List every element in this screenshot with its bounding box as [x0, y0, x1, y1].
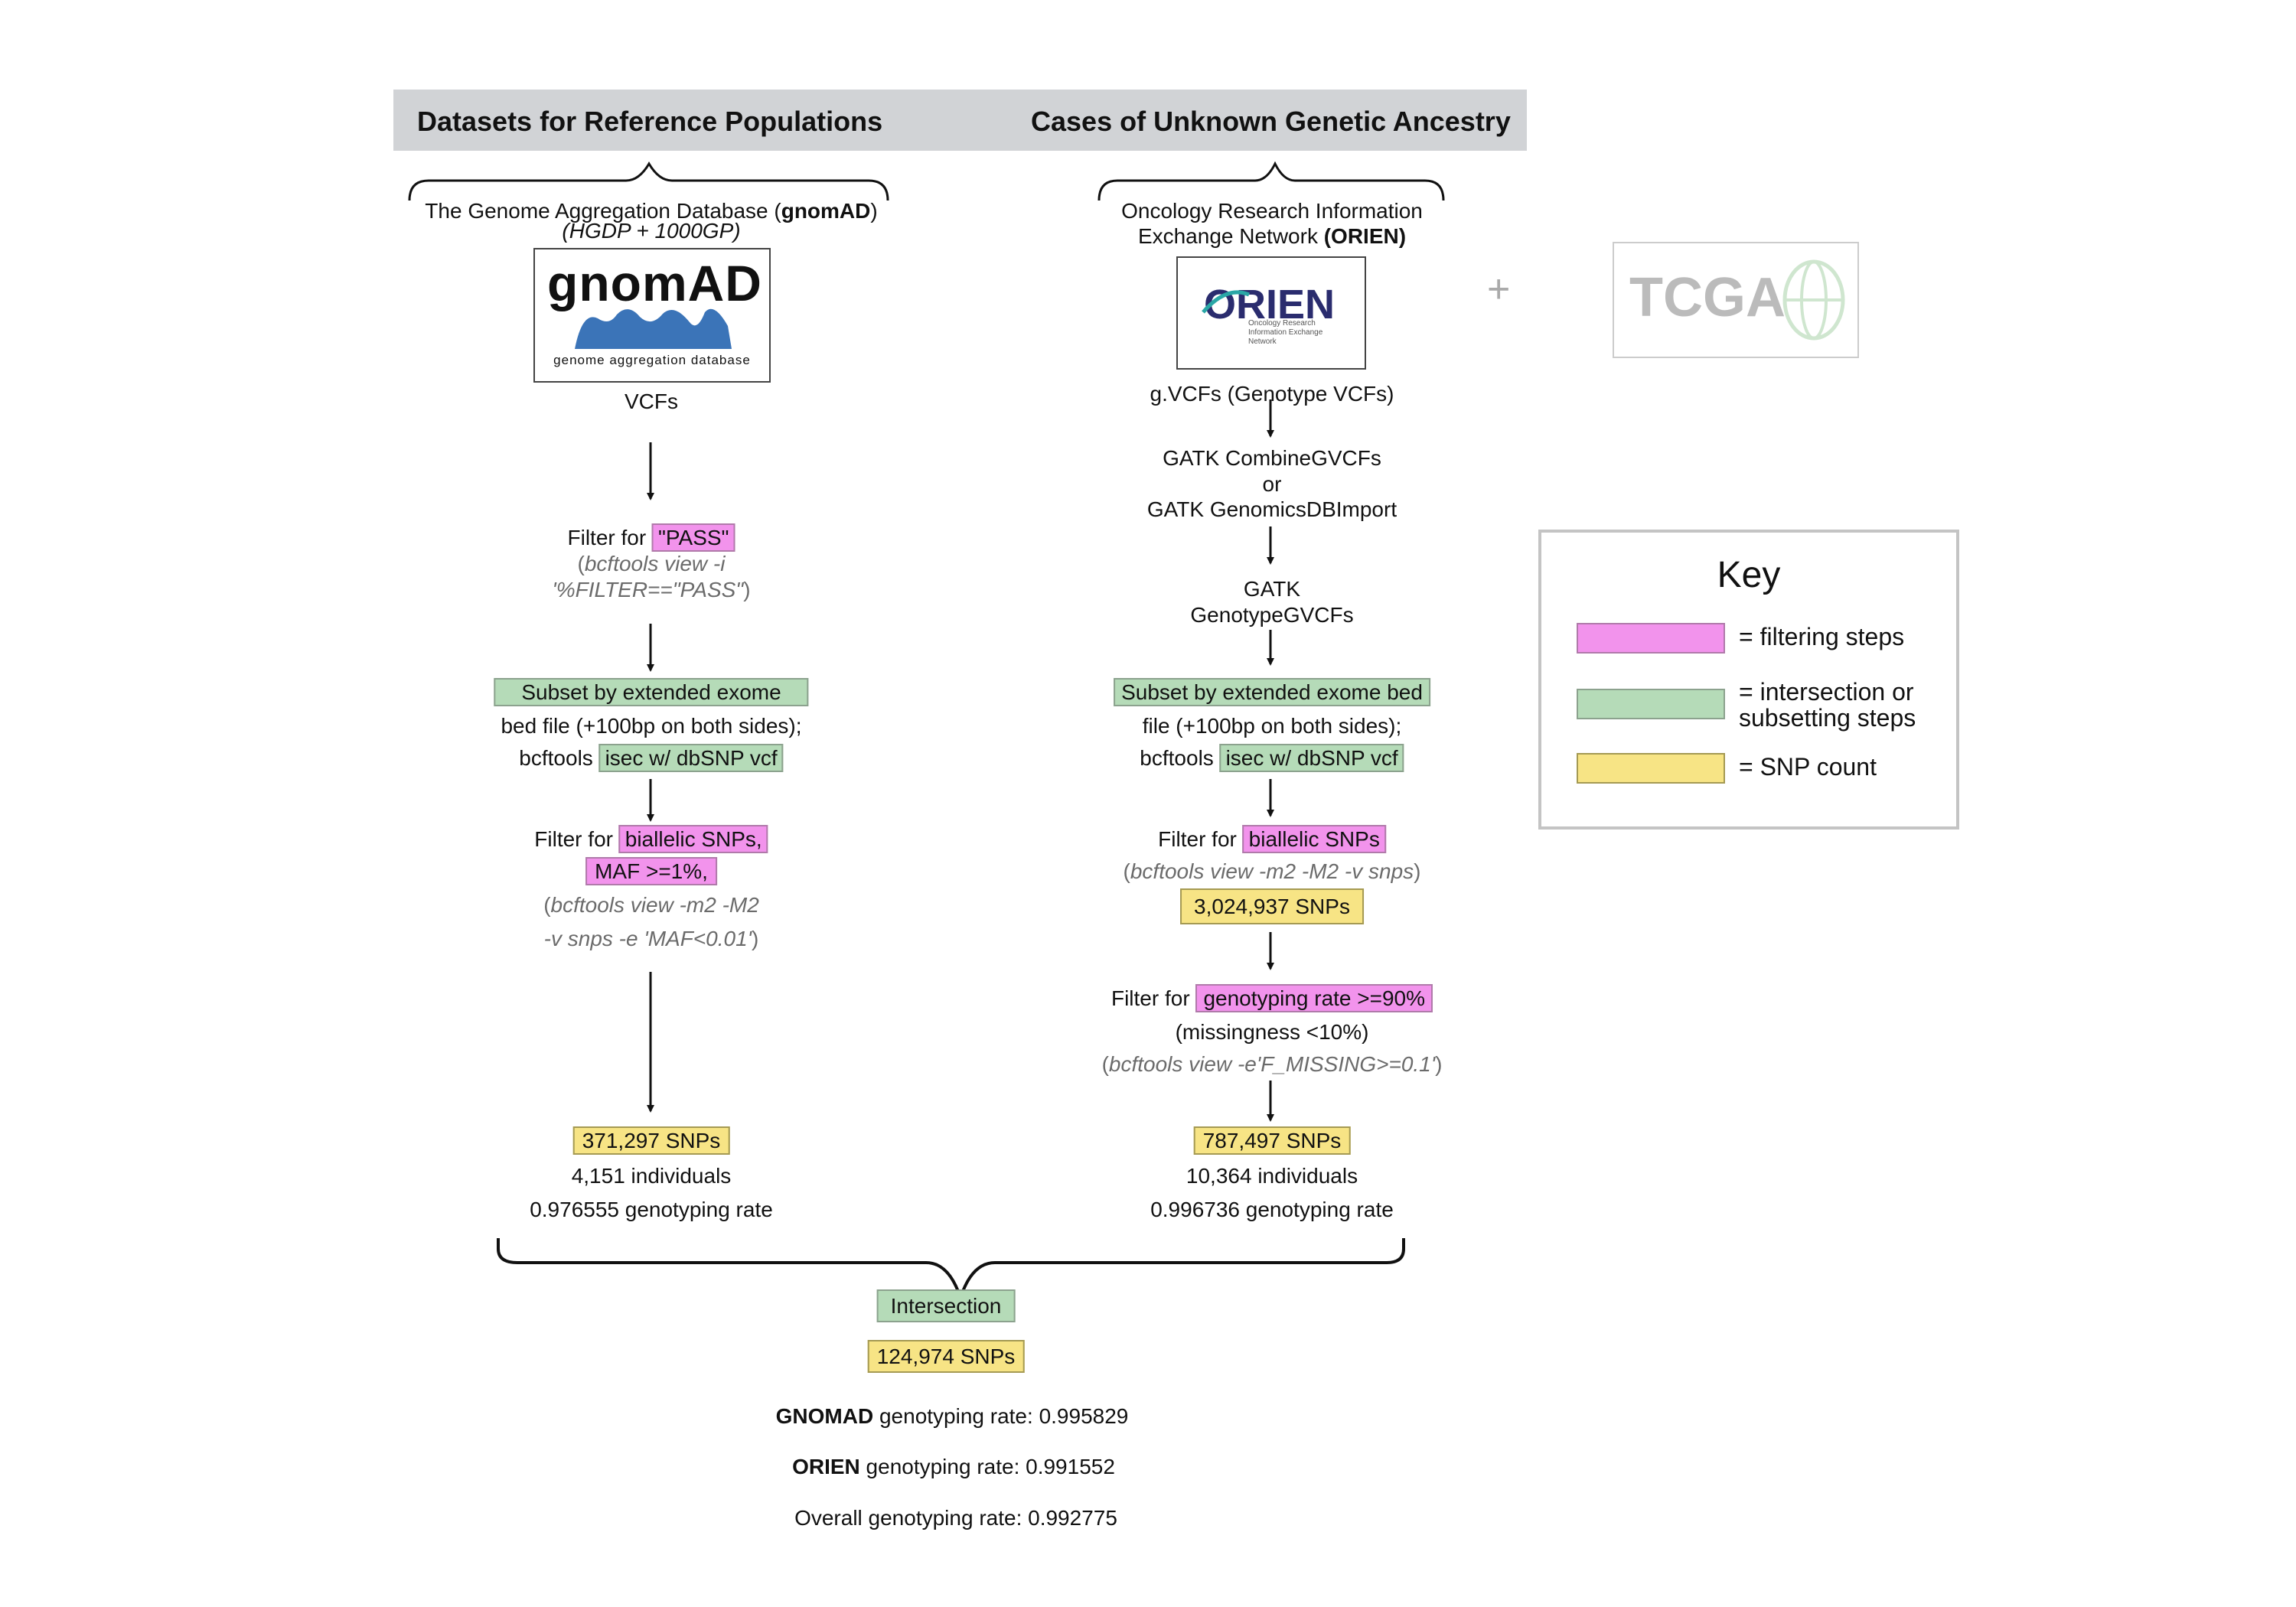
- left-individuals: 4,151 individuals: [571, 1164, 732, 1188]
- right-biallelic-command: (bcftools view -m2 -M2 -v snps): [1123, 859, 1421, 883]
- left-subset-step: Subset by extended exome: [494, 678, 809, 706]
- final-snp-count-highlight: 124,974 SNPs: [867, 1340, 1025, 1373]
- left-snp-count: 371,297 SNPs: [572, 1126, 730, 1155]
- intersection-step: Intersection: [876, 1289, 1016, 1322]
- right-individuals: 10,364 individuals: [1186, 1164, 1358, 1188]
- left-filter-biallelic-step: Filter for biallelic SNPs,: [534, 825, 768, 853]
- right-snp-count-1-highlight: 3,024,937 SNPs: [1180, 888, 1364, 924]
- key-label-snp-count: = SNP count: [1739, 753, 1877, 781]
- overall-final-rate: Overall genotyping rate: 0.992775: [794, 1506, 1117, 1530]
- gatk-genotype-1: GATK: [1243, 577, 1301, 601]
- key-legend: Key = filtering steps = intersection or …: [1538, 530, 1959, 830]
- left-snp-count-highlight: 371,297 SNPs: [572, 1126, 730, 1155]
- right-top-brace: [1097, 161, 1445, 201]
- left-subset-highlight: Subset by extended exome: [494, 678, 809, 706]
- header-unknown-ancestry: Cases of Unknown Genetic Ancestry: [1031, 106, 1511, 137]
- key-title: Key: [1717, 555, 1781, 595]
- right-snp-count-2: 787,497 SNPs: [1193, 1126, 1351, 1155]
- filter-pass-command-2: '%FILTER=="PASS"): [552, 578, 751, 601]
- left-biallelic-command-2: -v snps -e 'MAF<0.01'): [543, 927, 759, 950]
- tcga-globe-icon: [1782, 259, 1845, 341]
- right-isec-step: bcftools isec w/ dbSNP vcf: [1140, 744, 1404, 772]
- final-snp-count: 124,974 SNPs: [867, 1340, 1025, 1373]
- orien-source-title-2: Exchange Network (ORIEN): [1137, 224, 1407, 248]
- gnomad-logo: gnomAD genome aggregation database: [533, 248, 771, 383]
- plus-sign: +: [1487, 267, 1511, 311]
- right-subset-highlight: Subset by extended exome bed: [1114, 678, 1430, 706]
- intersection-highlight: Intersection: [876, 1289, 1016, 1322]
- key-swatch-snp-count: [1577, 753, 1725, 784]
- filter-pass-highlight: "PASS": [651, 523, 735, 552]
- gatk-genotype-2: GenotypeGVCFs: [1190, 603, 1354, 627]
- right-subset-step: Subset by extended exome bed: [1114, 678, 1430, 706]
- key-label-intersection-2: subsetting steps: [1739, 704, 1916, 732]
- header-band: [393, 90, 1527, 151]
- key-label-filtering: = filtering steps: [1739, 623, 1905, 650]
- orien-final-rate: ORIEN genotyping rate: 0.991552: [792, 1455, 1115, 1478]
- left-subset-line2: bed file (+100bp on both sides);: [501, 714, 802, 738]
- gnomad-vcfs-label: VCFs: [625, 390, 678, 413]
- key-label-intersection: = intersection or: [1739, 678, 1914, 706]
- right-snp-count-1: 3,024,937 SNPs: [1180, 888, 1364, 924]
- right-genotyping-rate: 0.996736 genotyping rate: [1150, 1198, 1394, 1221]
- filter-pass-command-1: (bcftools view -i: [577, 552, 726, 575]
- left-isec-step: bcftools isec w/ dbSNP vcf: [519, 744, 784, 772]
- filter-pass-step: Filter for "PASS": [568, 523, 735, 552]
- left-biallelic-highlight: biallelic SNPs,: [618, 825, 768, 853]
- gnomad-source-subtitle: (HGDP + 1000GP): [562, 219, 741, 243]
- maf-highlight: MAF >=1%,: [585, 857, 717, 885]
- key-swatch-filtering: [1577, 623, 1725, 654]
- orien-gvcfs-label: g.VCFs (Genotype VCFs): [1150, 382, 1394, 406]
- gnomad-source-title: The Genome Aggregation Database (gnomAD): [425, 199, 878, 223]
- right-filter-biallelic-step: Filter for biallelic SNPs: [1158, 825, 1386, 853]
- key-swatch-intersection: [1577, 689, 1725, 719]
- missingness-note: (missingness <10%): [1175, 1020, 1369, 1044]
- right-filter-genotyping-step: Filter for genotyping rate >=90%: [1111, 984, 1433, 1012]
- left-maf-step: MAF >=1%,: [585, 857, 717, 885]
- right-missing-command: (bcftools view -e'F_MISSING>=0.1'): [1101, 1052, 1443, 1076]
- header-reference-populations: Datasets for Reference Populations: [417, 106, 883, 137]
- gnomad-waves-icon: [575, 308, 732, 349]
- left-biallelic-command-1: (bcftools view -m2 -M2: [543, 893, 759, 917]
- left-isec-highlight: isec w/ dbSNP vcf: [598, 744, 784, 772]
- gatk-combine-or: or: [1262, 472, 1282, 496]
- gatk-combine-1: GATK CombineGVCFs: [1163, 446, 1381, 470]
- orien-orbit-icon: [1202, 290, 1250, 314]
- right-subset-line2: file (+100bp on both sides);: [1142, 714, 1402, 738]
- right-snp-count-2-highlight: 787,497 SNPs: [1193, 1126, 1351, 1155]
- gnomad-final-rate: GNOMAD genotyping rate: 0.995829: [775, 1404, 1129, 1428]
- left-top-brace: [408, 161, 889, 201]
- right-isec-highlight: isec w/ dbSNP vcf: [1219, 744, 1404, 772]
- gatk-combine-2: GATK GenomicsDBImport: [1146, 497, 1397, 521]
- right-biallelic-highlight: biallelic SNPs: [1242, 825, 1386, 853]
- orien-logo: ORIEN Oncology Research Information Exch…: [1176, 256, 1366, 370]
- genotyping-rate-highlight: genotyping rate >=90%: [1195, 984, 1433, 1012]
- orien-source-title-1: Oncology Research Information: [1121, 199, 1423, 223]
- tcga-logo: TCGA: [1613, 242, 1859, 358]
- left-genotyping-rate: 0.976555 genotyping rate: [530, 1198, 773, 1221]
